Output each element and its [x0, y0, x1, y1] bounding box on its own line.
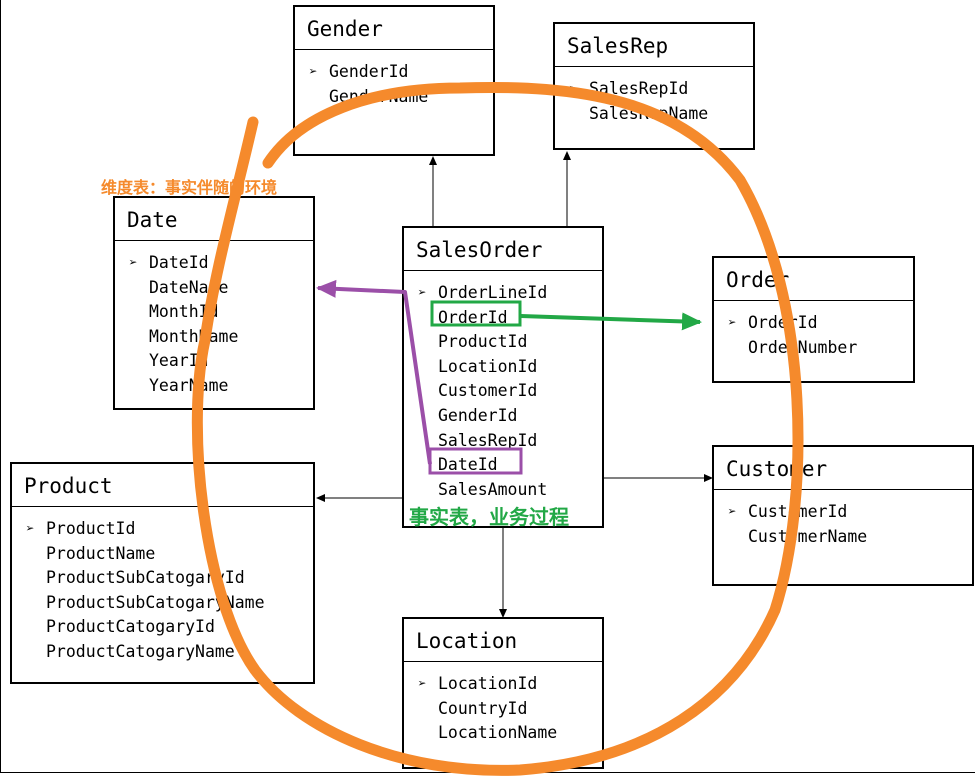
table-title: Order [714, 258, 913, 301]
field-item: CustomerId [438, 381, 538, 401]
field-item: MonthId [149, 302, 219, 322]
field-item: ProductSubCatogaryName [46, 592, 265, 612]
field-item: ➢GenderId [309, 60, 493, 85]
arrowhead-bullet-icon: ➢ [309, 64, 318, 80]
arrowhead-bullet-icon: ➢ [728, 315, 737, 331]
field-item: DateName [149, 277, 229, 297]
field-item: ➢ProductId [26, 517, 313, 542]
field-item: ProductName [46, 543, 156, 563]
field-list: ➢ProductId ProductName ProductSubCatogar… [12, 507, 313, 665]
field-list: ➢LocationId CountryId LocationName [404, 662, 602, 746]
dimension-table-annotation: 维度表：事实伴随的环境 [101, 178, 278, 197]
field-list: ➢OrderId OrderNumber [714, 301, 913, 360]
field-item: ProductId [438, 332, 528, 352]
field-item: GenderName [329, 86, 429, 106]
fact-table-annotation: 事实表，业务过程 [409, 505, 569, 529]
table-title: Date [115, 198, 313, 241]
field-item: CountryId [438, 698, 528, 718]
field-item: SalesRepName [589, 103, 709, 123]
field-item: MonthName [149, 326, 239, 346]
table-salesorder: SalesOrder ➢OrderLineId OrderId ProductI… [402, 226, 604, 528]
field-item: DateId [438, 455, 498, 475]
table-title: Product [12, 464, 313, 507]
field-item: ➢DateId [129, 251, 313, 276]
field-item: ➢SalesRepId [569, 77, 753, 102]
field-list: ➢SalesRepId SalesRepName [555, 67, 753, 126]
field-item: OrderId [438, 307, 508, 327]
field-item: ➢OrderId [728, 311, 913, 336]
arrowhead-bullet-icon: ➢ [418, 676, 427, 692]
table-order: Order ➢OrderId OrderNumber [712, 256, 915, 383]
field-item: SalesRepId [438, 430, 538, 450]
field-item: SalesAmount [438, 479, 548, 499]
field-item: GenderId [438, 405, 518, 425]
field-item: LocationId [438, 356, 538, 376]
field-list: ➢DateId DateName MonthId MonthName YearI… [115, 241, 313, 399]
table-title: Customer [714, 447, 972, 490]
arrowhead-bullet-icon: ➢ [26, 521, 35, 537]
table-salesrep: SalesRep ➢SalesRepId SalesRepName [553, 22, 755, 150]
arrowhead-bullet-icon: ➢ [569, 81, 578, 97]
table-title: SalesRep [555, 24, 753, 67]
field-item: ➢OrderLineId [418, 281, 602, 306]
table-title: Location [404, 619, 602, 662]
field-item: OrderNumber [748, 337, 858, 357]
field-item: ProductSubCatogaryId [46, 568, 245, 588]
arrowhead-bullet-icon: ➢ [418, 285, 427, 301]
table-location: Location ➢LocationId CountryId LocationN… [402, 617, 604, 769]
field-item: YearId [149, 351, 209, 371]
field-item: ProductCatogaryId [46, 617, 215, 637]
field-item: ➢CustomerId [728, 500, 972, 525]
table-title: SalesOrder [404, 228, 602, 271]
table-customer: Customer ➢CustomerId CustomerName [712, 445, 974, 586]
field-item: CustomerName [748, 526, 868, 546]
field-list: ➢CustomerId CustomerName [714, 490, 972, 549]
arrowhead-bullet-icon: ➢ [129, 255, 138, 271]
table-date: Date ➢DateId DateName MonthId MonthName … [113, 196, 315, 410]
table-gender: Gender ➢GenderId GenderName [293, 5, 495, 156]
field-item: YearName [149, 375, 229, 395]
arrowhead-bullet-icon: ➢ [728, 504, 737, 520]
field-list: ➢OrderLineId OrderId ProductId LocationI… [404, 271, 602, 502]
table-title: Gender [295, 7, 493, 50]
field-item: ProductCatogaryName [46, 641, 235, 661]
table-product: Product ➢ProductId ProductName ProductSu… [10, 462, 315, 684]
field-list: ➢GenderId GenderName [295, 50, 493, 109]
field-item: ➢LocationId [418, 672, 602, 697]
field-item: LocationName [438, 723, 558, 743]
